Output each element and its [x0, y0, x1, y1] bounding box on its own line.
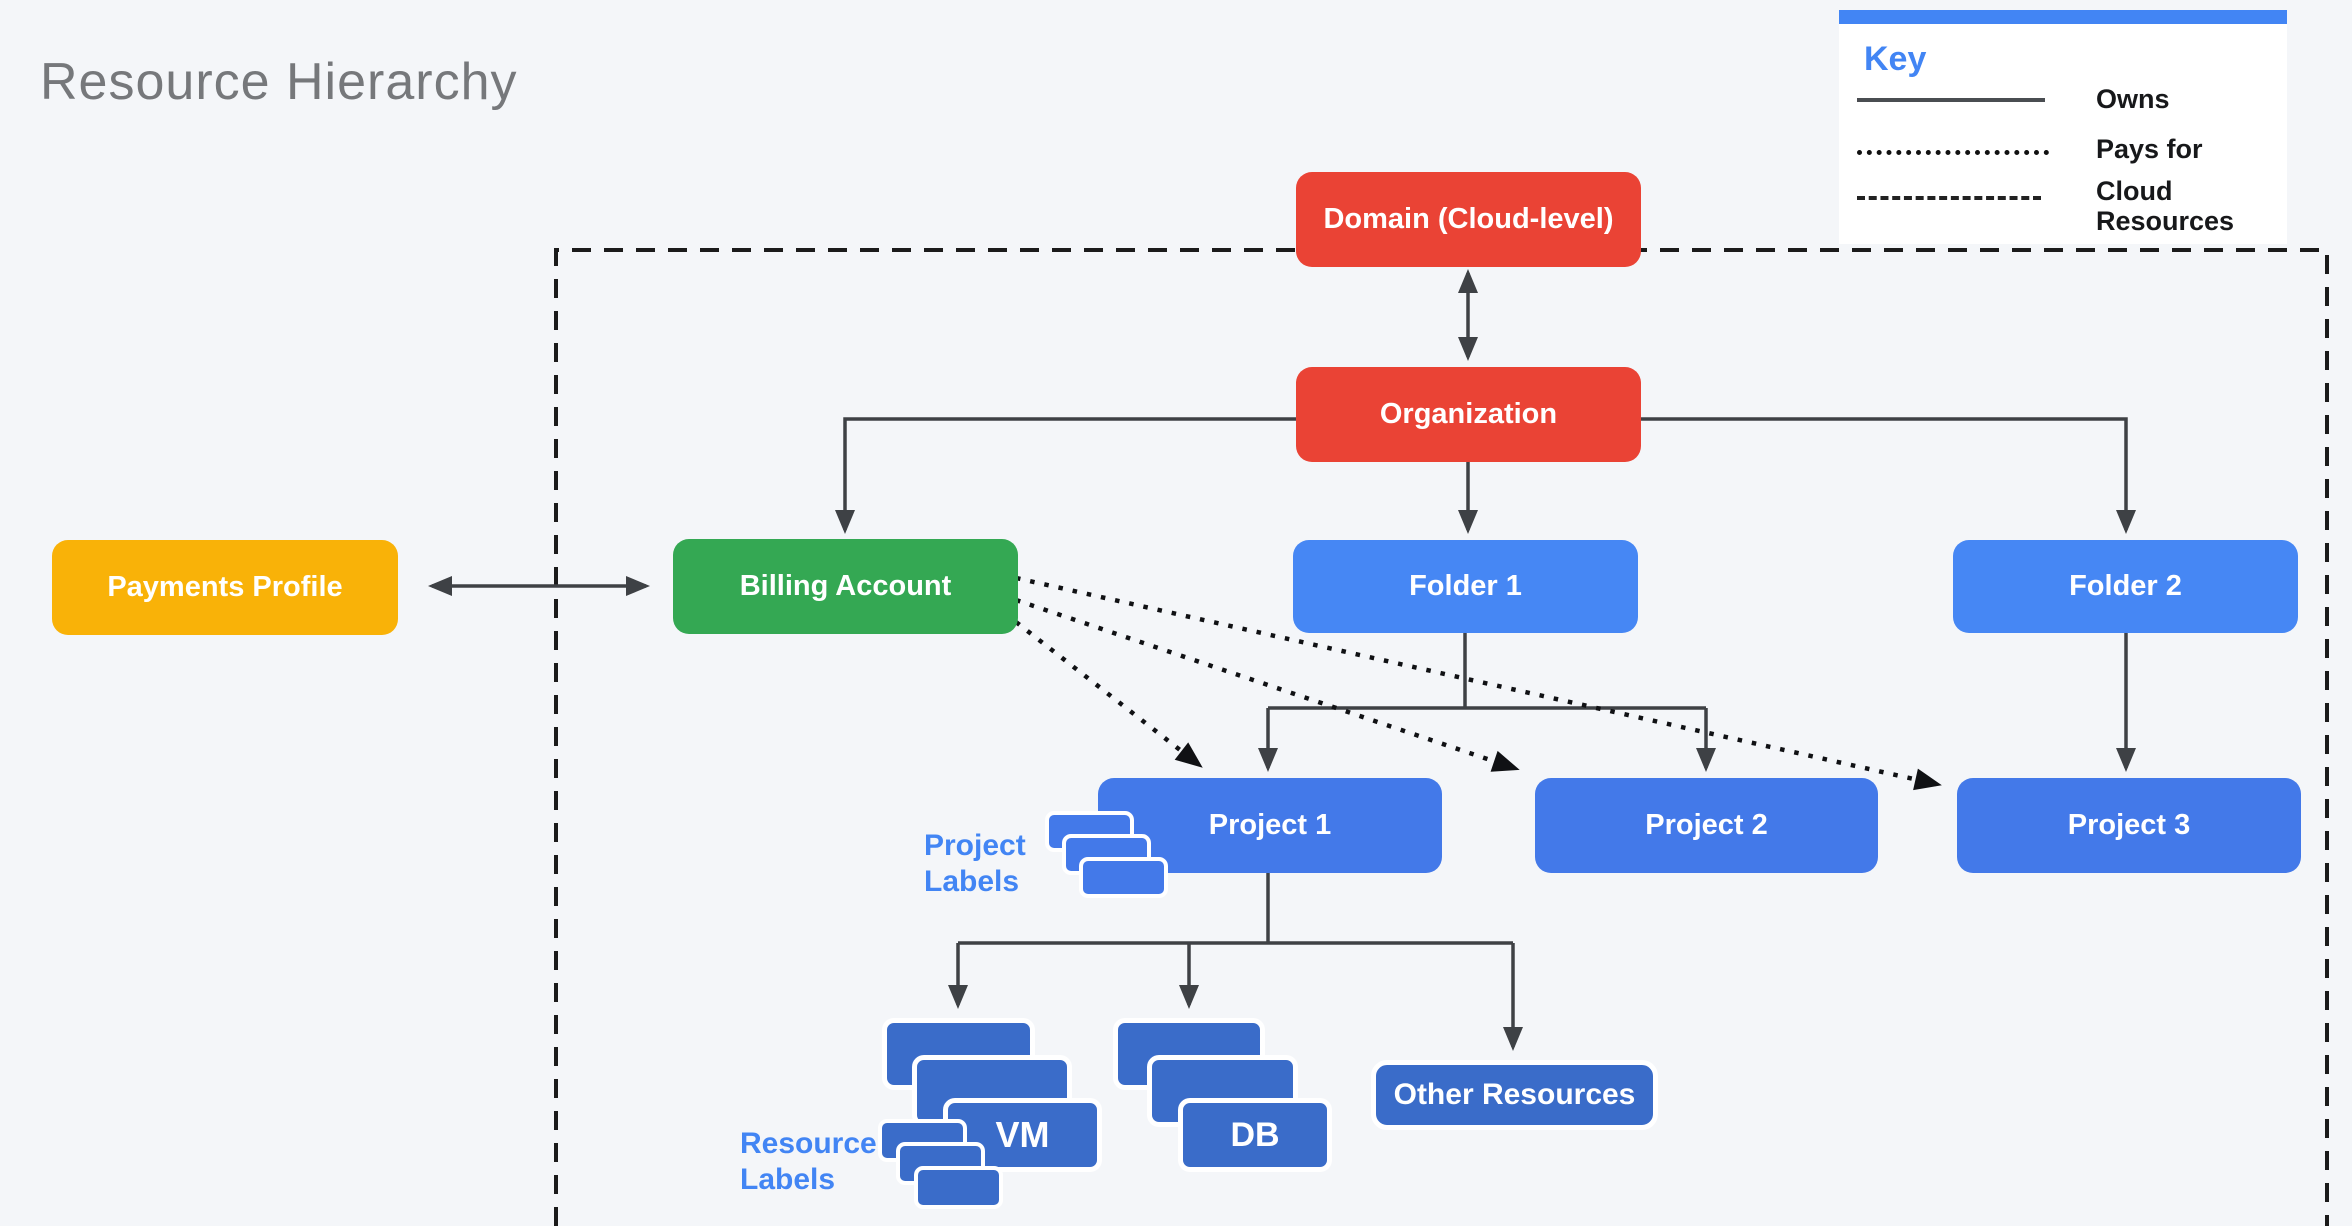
node-billing-account-label: Billing Account	[739, 570, 952, 602]
node-other-resources: Other Resources	[1371, 1060, 1658, 1130]
resource-label-chip	[914, 1166, 1003, 1209]
node-project-3-label: Project 3	[2067, 809, 2191, 841]
node-other-resources-label: Other Resources	[1393, 1078, 1636, 1111]
legend-label-owns: Owns	[2096, 84, 2170, 114]
node-folder-1: Folder 1	[1293, 540, 1638, 633]
node-db-label: DB	[1230, 1115, 1280, 1154]
node-organization-label: Organization	[1379, 398, 1558, 430]
connector-org-folder2	[1640, 417, 2136, 534]
node-domain: Domain (Cloud-level)	[1296, 172, 1641, 267]
legend-title: Key	[1864, 40, 1927, 78]
resource-labels-annotation: Resource Labels	[740, 1126, 877, 1198]
node-payments-profile-label: Payments Profile	[107, 571, 343, 603]
legend-top-bar	[1839, 10, 2287, 24]
node-vm: VM	[943, 1098, 1102, 1172]
node-billing-account: Billing Account	[673, 539, 1018, 634]
pays-for-line-project3	[1015, 575, 1942, 791]
connector-folder1-junction	[1268, 633, 1706, 710]
node-folder-1-label: Folder 1	[1409, 570, 1522, 602]
node-folder-2: Folder 2	[1953, 540, 2298, 633]
project-label-chip	[1079, 857, 1168, 898]
node-project-2-label: Project 2	[1645, 809, 1768, 841]
node-vm-label: VM	[995, 1114, 1050, 1155]
node-organization: Organization	[1296, 367, 1641, 462]
project-labels-line2: Labels	[924, 865, 1020, 898]
node-project-2: Project 2	[1535, 778, 1878, 873]
node-db: DB	[1178, 1098, 1332, 1172]
legend-label-cloud-resources: Cloud Resources	[2096, 176, 2235, 236]
node-project-3: Project 3	[1957, 778, 2301, 873]
resource-labels-line1: Resource	[740, 1127, 877, 1160]
node-folder-2-label: Folder 2	[2069, 570, 2182, 602]
node-project-1-label: Project 1	[1208, 809, 1332, 841]
legend-solid-line-sample	[1857, 98, 2045, 102]
legend-panel: Key Owns Pays for Cloud Resources	[1839, 10, 2287, 244]
node-domain-label: Domain (Cloud-level)	[1323, 203, 1614, 235]
legend-label-pays-for: Pays for	[2096, 134, 2203, 164]
legend-dotted-line-sample	[1857, 150, 2049, 155]
legend-dashed-line-sample	[1857, 196, 2041, 200]
node-payments-profile: Payments Profile	[52, 540, 398, 635]
pays-for-line-project1	[1014, 620, 1203, 768]
connector-org-billing	[835, 417, 1296, 534]
pays-for-line-project2	[1015, 597, 1520, 772]
project-labels-line1: Project	[924, 829, 1026, 862]
project-labels-annotation: Project Labels	[924, 828, 1026, 900]
page-title: Resource Hierarchy	[40, 53, 518, 111]
resource-labels-line2: Labels	[740, 1163, 836, 1196]
connector-project1-junction	[958, 873, 1513, 945]
